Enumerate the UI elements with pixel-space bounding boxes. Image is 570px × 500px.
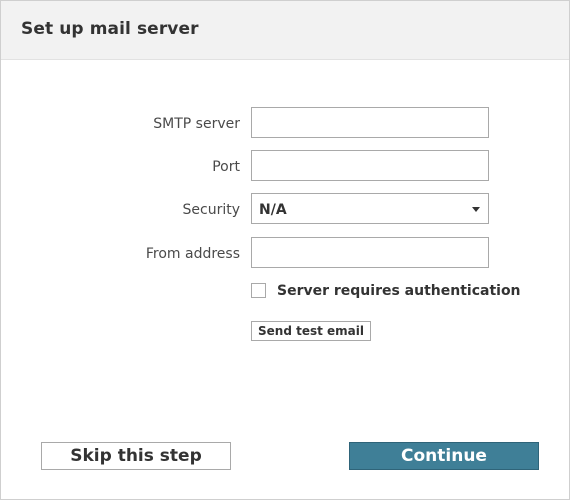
from-address-input[interactable] [251, 237, 489, 268]
smtp-server-label: SMTP server [153, 116, 240, 132]
send-test-email-button[interactable]: Send test email [251, 321, 371, 341]
skip-step-button[interactable]: Skip this step [41, 442, 231, 470]
continue-button[interactable]: Continue [349, 442, 539, 470]
port-label: Port [212, 159, 240, 175]
auth-checkbox[interactable] [251, 283, 266, 298]
smtp-server-input[interactable] [251, 107, 489, 138]
port-input[interactable] [251, 150, 489, 181]
security-selected-value: N/A [259, 202, 287, 218]
chevron-down-icon [472, 207, 480, 212]
dialog-header: Set up mail server [1, 1, 569, 60]
from-address-label: From address [145, 246, 240, 262]
auth-checkbox-label[interactable]: Server requires authentication [277, 283, 521, 299]
security-select[interactable]: N/A [251, 193, 489, 224]
dialog-title: Set up mail server [21, 19, 199, 39]
security-label: Security [182, 202, 241, 218]
